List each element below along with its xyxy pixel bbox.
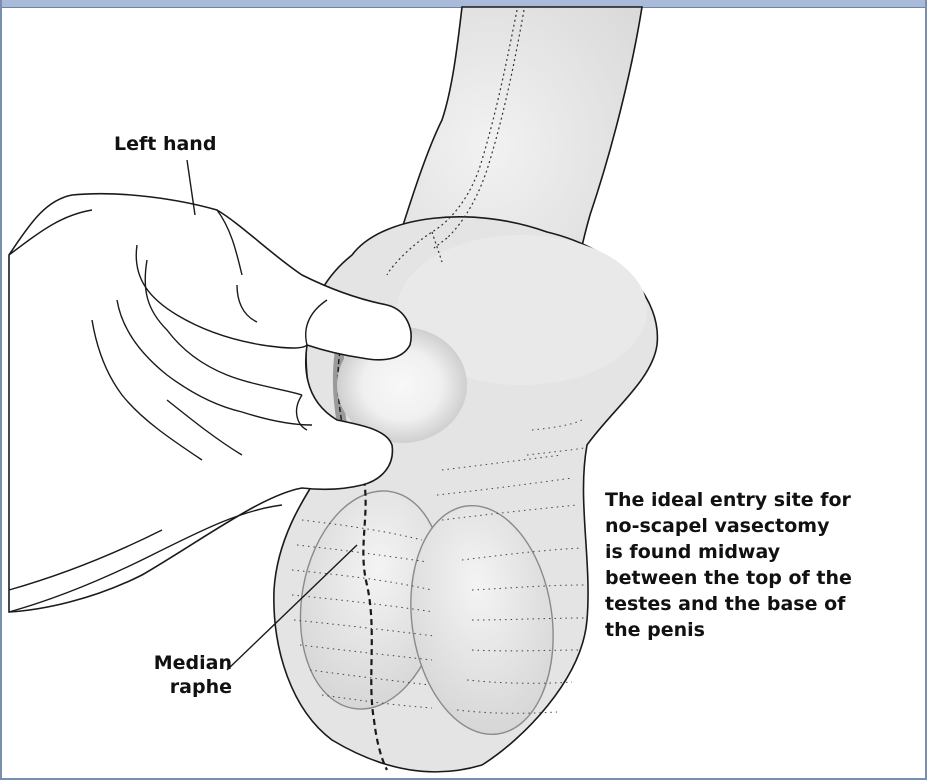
callout-line: no-scapel vasectomy [605,513,920,539]
median-raphe-label: Median raphe [122,651,232,699]
callout-line: The ideal entry site for [605,487,920,513]
left-hand-label: Left hand [114,133,216,155]
callout-line: between the top of the [605,565,920,591]
median-raphe-label-line2: raphe [122,675,232,699]
callout-line: the penis [605,617,920,643]
callout-line: testes and the base of [605,591,920,617]
entry-site-callout: The ideal entry site for no-scapel vasec… [605,487,920,643]
callout-line: is found midway [605,539,920,565]
median-raphe-label-line1: Median [122,651,232,675]
